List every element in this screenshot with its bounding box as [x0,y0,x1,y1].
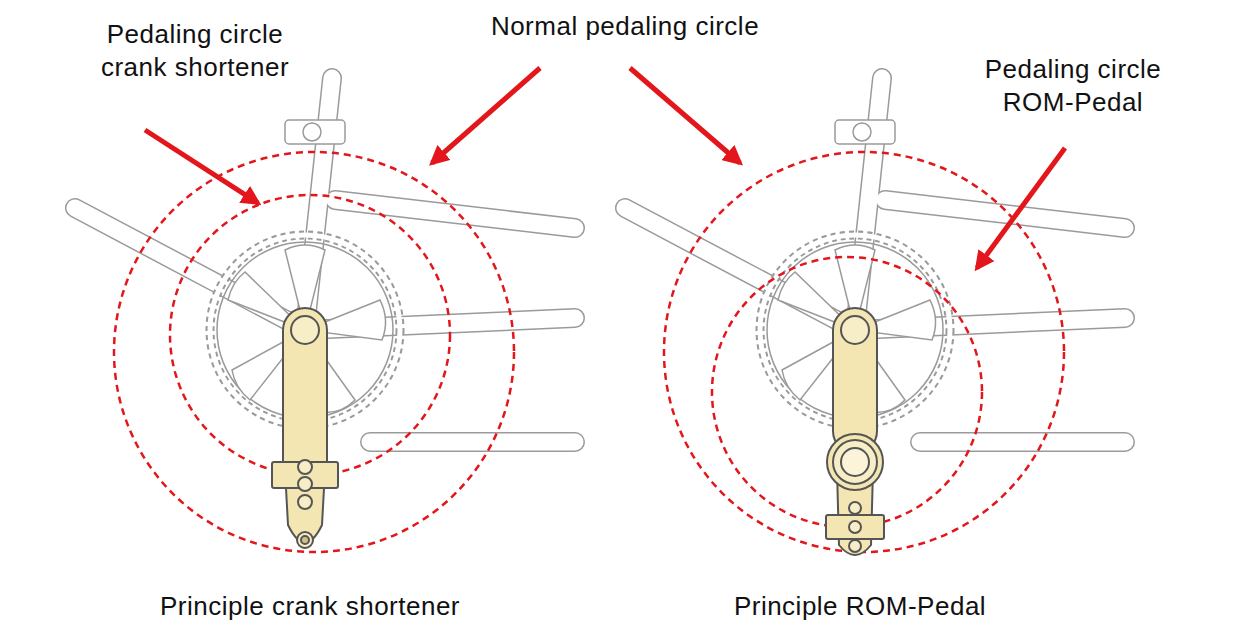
figure-caption: Principle ROM-Pedal [640,590,1080,623]
circle-label: Pedaling circle crank shortener [85,18,305,84]
circle-label: Pedaling circle ROM-Pedal [963,53,1183,119]
figure-caption: Principle crank shortener [90,590,530,623]
circle-label: Normal pedaling circle [415,10,835,43]
